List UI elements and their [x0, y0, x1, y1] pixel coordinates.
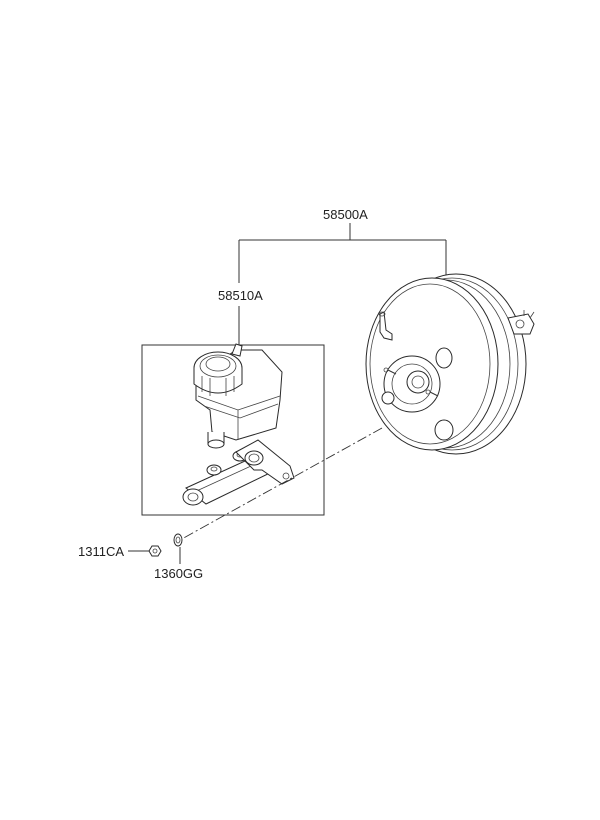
booster-assembly-callout: 58500A [238, 207, 447, 283]
label-1360GG: 1360GG [154, 566, 203, 581]
label-58510A: 58510A [218, 288, 263, 303]
nut-callout: 1311CA [78, 544, 162, 559]
assembly-centerline [179, 427, 383, 541]
master-cylinder-frame [141, 344, 325, 516]
nut-icon [148, 545, 162, 557]
brake-booster-icon [365, 273, 535, 455]
gasket-callout: 1360GG [154, 533, 203, 581]
label-58500A: 58500A [323, 207, 368, 222]
label-1311CA: 1311CA [78, 544, 124, 559]
gasket-icon [173, 533, 183, 547]
master-cylinder-icon [182, 343, 295, 506]
master-cylinder-callout: 58510A [218, 288, 263, 345]
